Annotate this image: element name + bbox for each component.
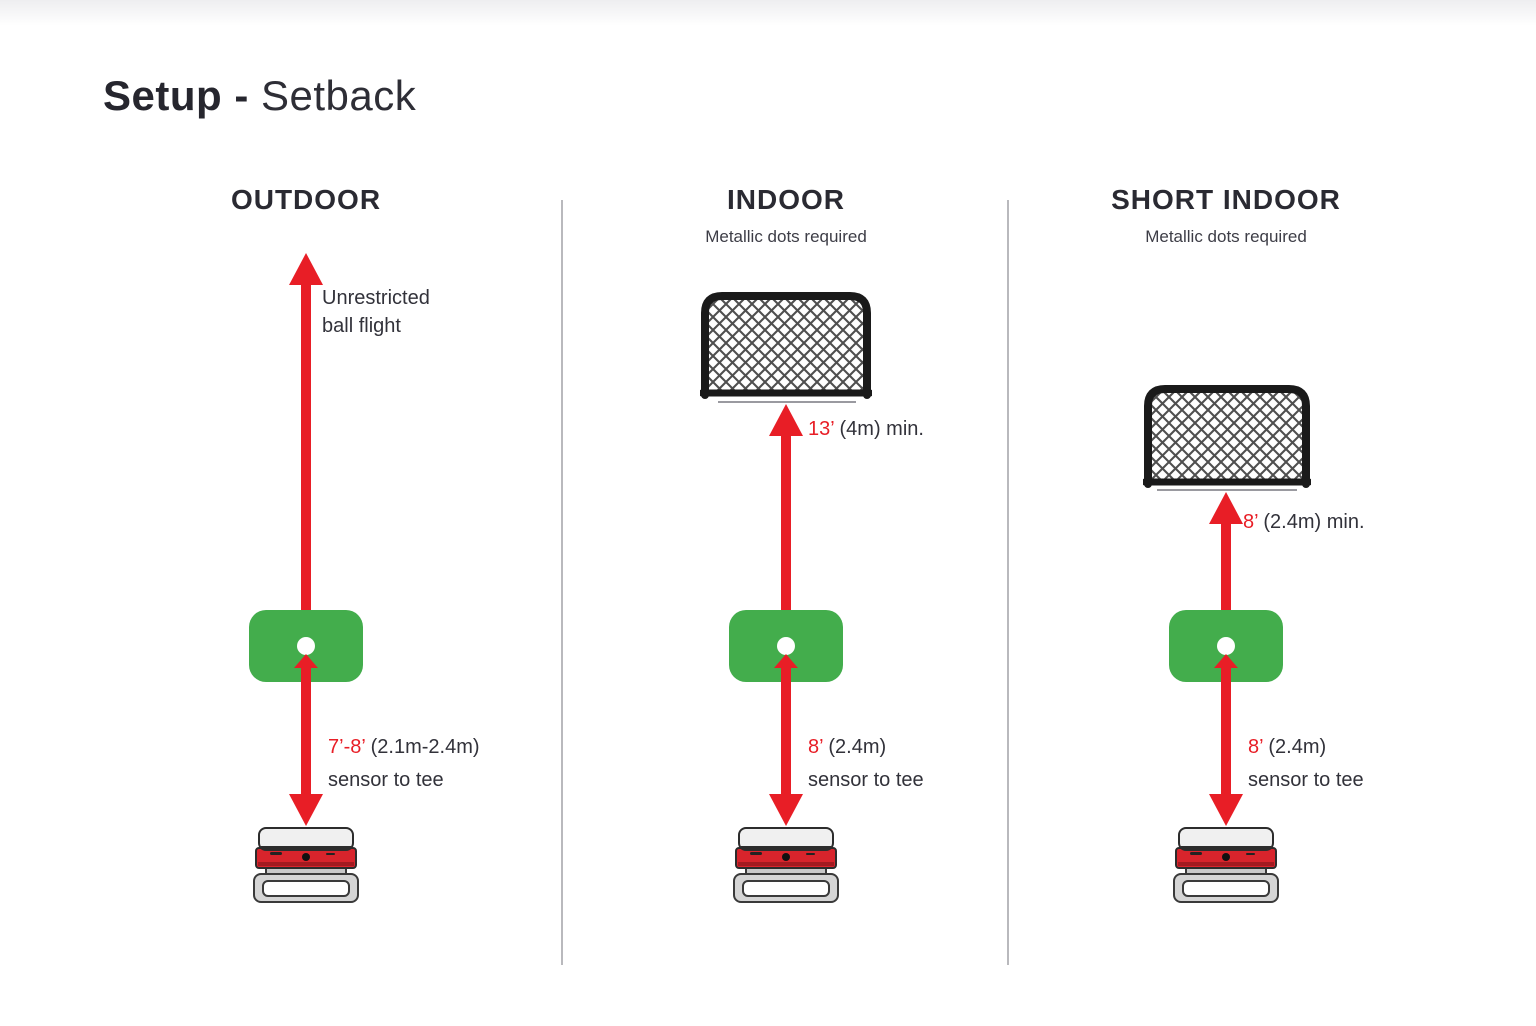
column-header-outdoor: OUTDOOR (230, 184, 382, 215)
tee-dot (777, 637, 795, 655)
distance-arrow-outdoor-up (289, 253, 323, 639)
distance-arrow-indoor-up (769, 404, 803, 637)
column-header-indoor: INDOOR (727, 184, 845, 215)
column-subtitle-short-indoor: Metallic dots required (1145, 227, 1307, 246)
page-title-bold: Setup (103, 72, 223, 119)
top-shadow-gradient (0, 0, 1536, 26)
page-title-regular: Setback (261, 72, 417, 119)
launch-monitor-illustration (733, 827, 839, 903)
distance-arrow-outdoor-down (289, 654, 323, 826)
ground-line-indoor (718, 401, 856, 403)
column-header-short-indoor: SHORT INDOOR (1111, 184, 1341, 215)
net-illustration-indoor (700, 292, 872, 399)
distance-arrow-short-indoor-down (1209, 654, 1243, 826)
net-illustration-short-indoor (1143, 385, 1311, 488)
ground-line-short-indoor (1157, 489, 1297, 491)
tee-dot (297, 637, 315, 655)
sensor-to-tee-label-short-indoor: 8’ (2.4m) sensor to tee (1248, 736, 1364, 791)
distance-arrow-indoor-down (769, 654, 803, 826)
tee-mat-illustration (249, 610, 363, 682)
column-divider-1 (561, 200, 563, 965)
launch-monitor-illustration (1173, 827, 1279, 903)
page-title-separator: - (222, 72, 261, 119)
launch-monitor-illustration (253, 827, 359, 903)
sensor-to-tee-label-indoor: 8’ (2.4m) sensor to tee (808, 736, 924, 791)
tee-dot (1217, 637, 1235, 655)
net-distance-label-indoor: 13’ (4m) min. (808, 418, 924, 440)
page-title: Setup - Setback (103, 72, 416, 120)
unrestricted-ball-flight-label: Unrestricted ball flight (322, 287, 430, 337)
column-subtitle-indoor: Metallic dots required (705, 227, 867, 246)
sensor-to-tee-label-outdoor: 7’-8’ (2.1m-2.4m) sensor to tee (328, 736, 480, 791)
column-divider-2 (1007, 200, 1009, 965)
net-distance-label-short-indoor: 8’ (2.4m) min. (1243, 511, 1365, 533)
